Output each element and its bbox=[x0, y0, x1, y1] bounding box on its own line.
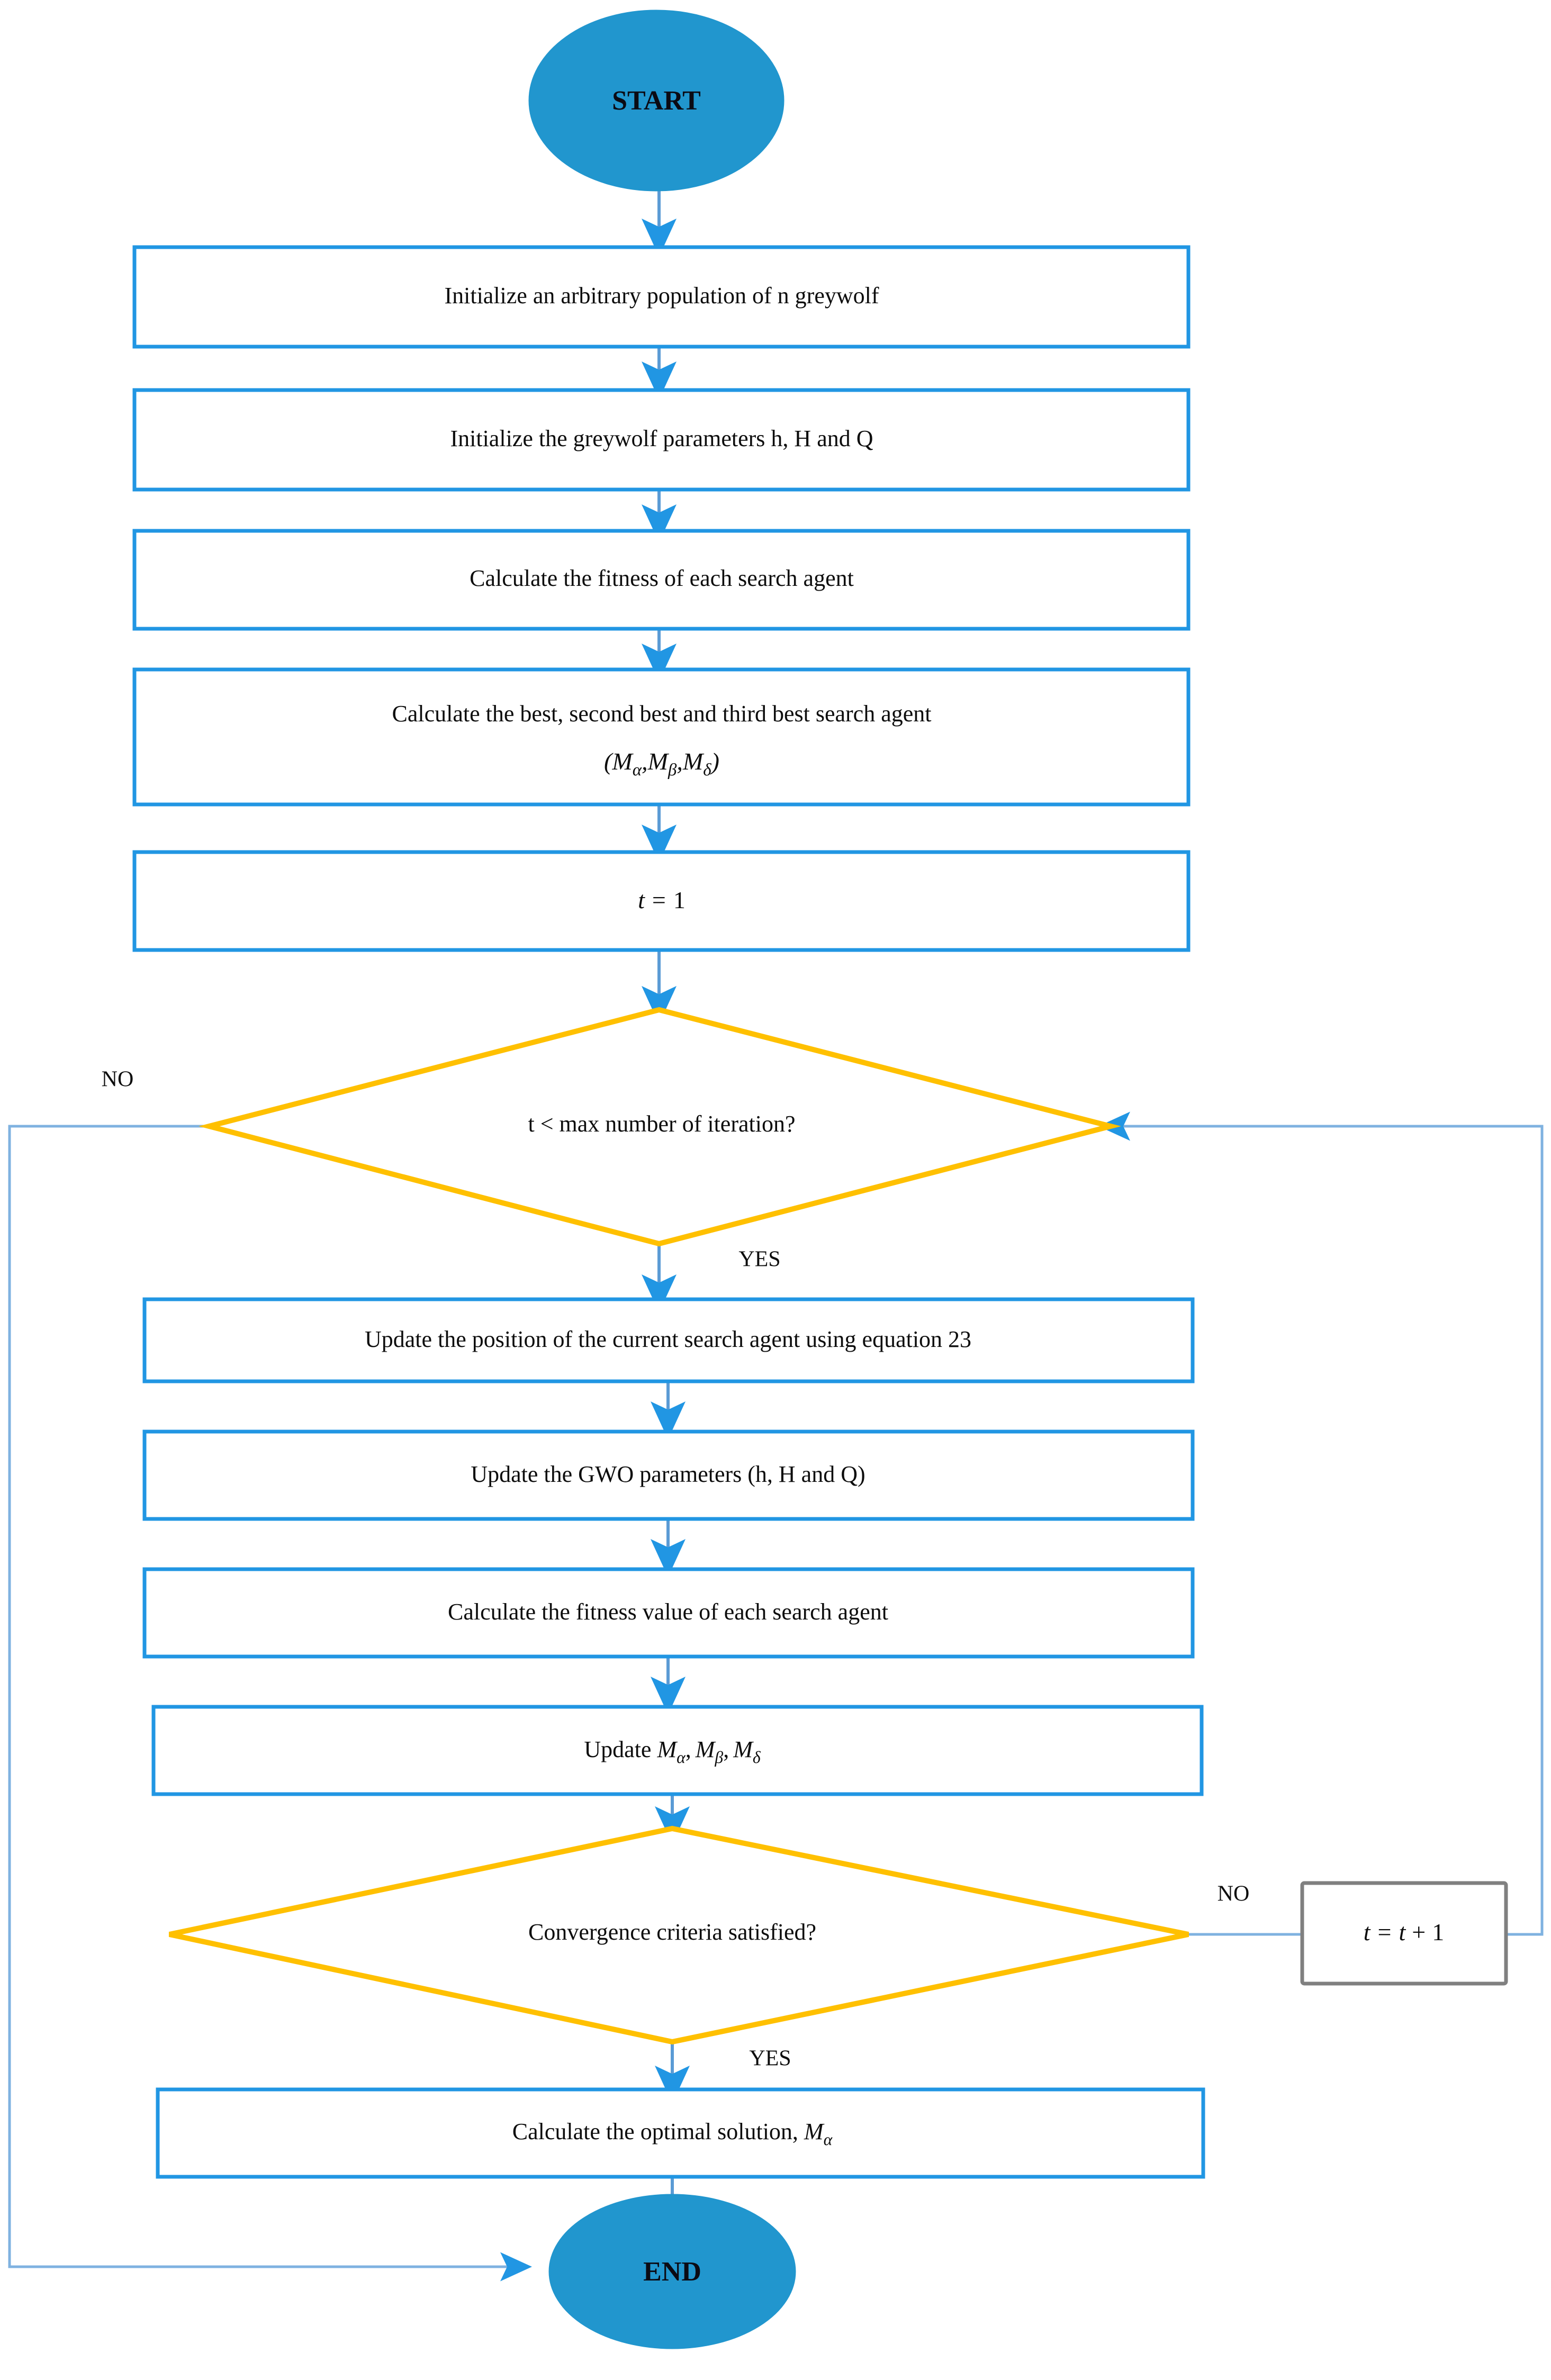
equals-sign-2: = bbox=[1378, 1919, 1392, 1945]
paren-open: ( bbox=[604, 748, 614, 775]
increment-box-t-plus-one[interactable] bbox=[1300, 1881, 1508, 1986]
decision-diamond-iteration-check[interactable] bbox=[199, 1007, 1121, 1247]
m-beta-symbol: M bbox=[647, 748, 670, 775]
start-terminal[interactable] bbox=[528, 10, 784, 192]
value-one-2: 1 bbox=[1432, 1919, 1444, 1945]
end-label: END bbox=[643, 2257, 701, 2287]
process-label-update-gwo-parameters: Update the GWO parameters (h, H and Q) bbox=[471, 1461, 865, 1487]
decision-label-convergence-check: Convergence criteria satisfied? bbox=[528, 1919, 816, 1945]
process-label-t-equals-one: t = 1 bbox=[638, 886, 686, 913]
end-terminal[interactable] bbox=[548, 2194, 796, 2349]
edge-label-d1-no: NO bbox=[102, 1067, 134, 1092]
update-word: Update bbox=[584, 1736, 657, 1762]
plus-sign: + bbox=[1412, 1919, 1426, 1945]
edge-label-d2-yes: YES bbox=[749, 2047, 791, 2071]
t-variable-left: t bbox=[1364, 1919, 1371, 1945]
sep-1: , bbox=[642, 748, 648, 775]
edge-d1-no-to-end bbox=[8, 1125, 532, 2282]
t-variable: t bbox=[638, 886, 645, 913]
paren-close: ) bbox=[710, 748, 719, 775]
equals-sign: = bbox=[652, 886, 666, 913]
edge-label-d2-no: NO bbox=[1218, 1882, 1250, 1906]
m-beta-symbol-2: M bbox=[695, 1736, 716, 1762]
decision-label-iteration-check: t < max number of iteration? bbox=[528, 1111, 796, 1137]
process-label-calculate-fitness-value: Calculate the fitness value of each sear… bbox=[448, 1599, 888, 1625]
sep-4: , bbox=[723, 1736, 729, 1762]
process-label-update-m-symbols: Update Mα,Mβ,Mδ bbox=[584, 1736, 761, 1767]
process-label-update-position: Update the position of the current searc… bbox=[365, 1326, 971, 1352]
m-delta-symbol-2: M bbox=[733, 1736, 754, 1762]
m-delta-symbol: M bbox=[682, 748, 705, 775]
process-box-initialize-parameters[interactable] bbox=[132, 388, 1191, 492]
beta-subscript: β bbox=[668, 760, 677, 780]
m-alpha-symbol-2: M bbox=[656, 1736, 678, 1762]
process-label-calculate-best-agents-line2: (Mα,Mβ,Mδ) bbox=[604, 748, 719, 780]
process-box-calculate-fitness[interactable] bbox=[132, 529, 1191, 631]
process-label-calculate-fitness: Calculate the fitness of each search age… bbox=[470, 565, 854, 591]
t-variable-right: t bbox=[1399, 1919, 1406, 1945]
sep-3: , bbox=[686, 1736, 691, 1762]
process-label-calculate-optimal-solution: Calculate the optimal solution, Mα bbox=[512, 2119, 833, 2149]
sep-2: , bbox=[677, 748, 683, 775]
process-label-calculate-best-agents-line1: Calculate the best, second best and thir… bbox=[392, 701, 932, 727]
optimal-solution-prefix: Calculate the optimal solution, bbox=[512, 2119, 804, 2144]
process-label-initialize-population: Initialize an arbitrary population of n … bbox=[444, 283, 879, 309]
alpha-subscript-optimal: α bbox=[824, 2130, 833, 2149]
start-label: START bbox=[612, 86, 701, 116]
process-box-calculate-optimal-solution[interactable] bbox=[156, 2087, 1205, 2179]
increment-label-t-plus-one: t=t+1 bbox=[1364, 1919, 1444, 1945]
process-box-update-position[interactable] bbox=[142, 1297, 1195, 1383]
alpha-subscript-2: α bbox=[677, 1748, 686, 1767]
delta-subscript: δ bbox=[703, 760, 711, 780]
alpha-subscript: α bbox=[633, 760, 642, 780]
process-label-initialize-parameters: Initialize the greywolf parameters h, H … bbox=[450, 426, 873, 451]
decision-diamond-convergence-check[interactable] bbox=[168, 1825, 1189, 2045]
beta-subscript-2: β bbox=[714, 1748, 723, 1767]
process-box-t-equals-one[interactable] bbox=[132, 850, 1191, 952]
edge-label-d1-yes: YES bbox=[738, 1247, 780, 1272]
value-one: 1 bbox=[673, 886, 686, 913]
process-box-initialize-population[interactable] bbox=[132, 245, 1191, 349]
m-symbol-optimal: M bbox=[804, 2119, 825, 2144]
process-box-calculate-best-agents[interactable] bbox=[132, 667, 1191, 807]
process-box-update-gwo-parameters[interactable] bbox=[142, 1429, 1195, 1521]
process-box-update-m-alpha-beta-delta[interactable] bbox=[151, 1705, 1204, 1796]
process-box-calculate-fitness-value[interactable] bbox=[142, 1567, 1195, 1659]
edge-increment-to-d1 bbox=[1098, 1111, 1544, 1936]
delta-subscript-2: δ bbox=[753, 1748, 761, 1767]
m-alpha-symbol: M bbox=[611, 748, 634, 775]
